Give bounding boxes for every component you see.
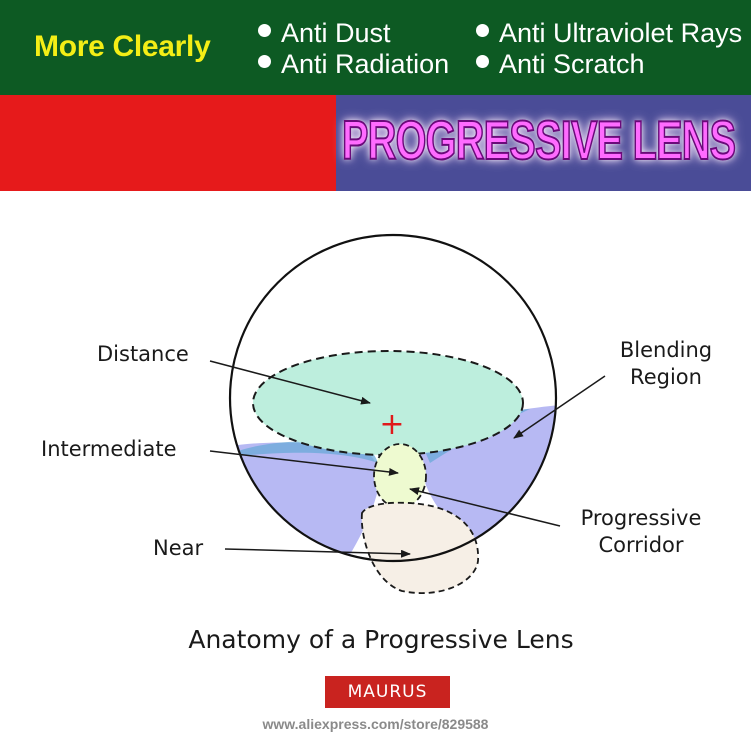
bullet-icon [476,24,489,37]
bullet-icon [476,55,489,68]
label-arrows [209,360,606,558]
store-url[interactable]: www.aliexpress.com/store/829588 [262,716,489,732]
feature-item: Anti Scratch [476,49,645,80]
corridor-label-line2: Corridor [598,533,683,557]
product-title: PROGRESSIVE LENS [341,109,737,171]
near-zone [360,501,479,594]
blending-label-line1: Blending [620,338,712,362]
center-marker: + [379,407,404,442]
distance-zone [252,350,524,456]
red-color-block [0,95,336,191]
feature-item: Anti Radiation [258,49,449,80]
brand-logo: MAURUS [325,676,450,708]
blending-region [230,442,380,561]
lens-outline [228,233,558,563]
corridor-label-line1: Progressive [581,506,702,530]
bullet-icon [258,55,271,68]
distance-label: Distance [97,342,189,366]
near-label: Near [153,536,203,560]
lens-anatomy-diagram: + Distance Intermediate Near Blending Re… [41,233,712,654]
feature-item: Anti Dust [258,18,391,49]
feature-banner: More Clearly Anti Dust Anti Radiation An… [0,0,751,95]
bullet-icon [258,24,271,37]
headline: More Clearly [34,30,211,63]
blending-label-line2: Region [630,365,702,389]
progressive-corridor [373,443,427,509]
diagram-caption: Anatomy of a Progressive Lens [188,625,573,654]
intermediate-label: Intermediate [41,437,177,461]
feature-item: Anti Ultraviolet Rays [476,18,742,49]
title-background [336,95,751,191]
